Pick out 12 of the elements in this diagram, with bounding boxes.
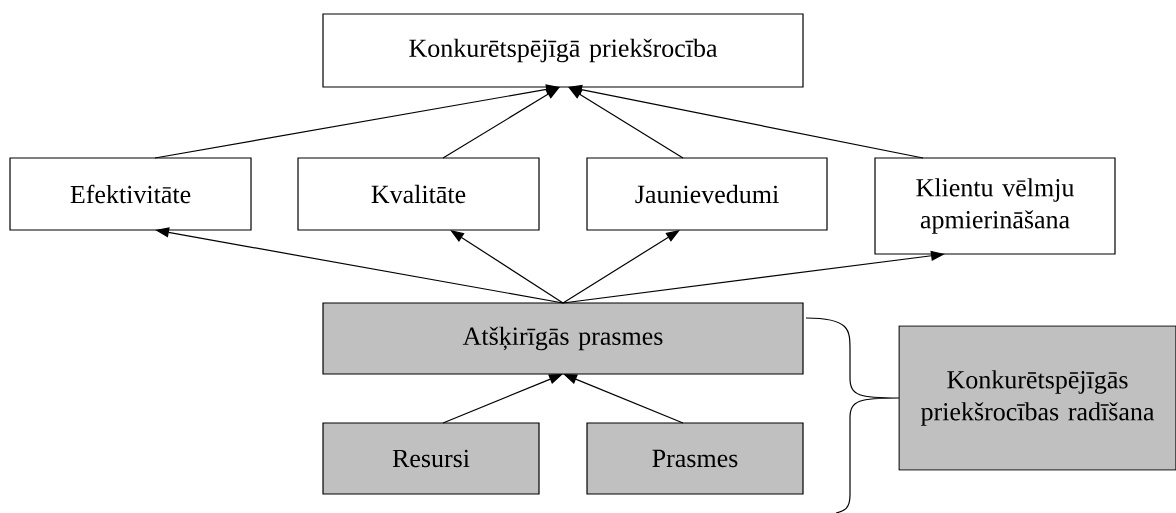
factor-box: Klientu vēlmju apmierināšana (874, 157, 1116, 255)
goal-box: Konkurētspējīgā priekšrocība (322, 13, 804, 88)
factor-box: Jaunievedumi (586, 157, 828, 231)
process-box: Prasmes (586, 422, 804, 495)
process-box: Resursi (322, 422, 540, 495)
factor-box: Kvalitāte (297, 157, 540, 231)
arrow (450, 230, 564, 304)
summary-box: Konkurētspējīgās priekšrocības radīšana (898, 325, 1176, 471)
arrow (562, 230, 680, 304)
factor-box: Efektivitāte (9, 157, 252, 231)
process-box: Atšķirīgās prasmes (322, 302, 804, 375)
arrow (442, 87, 560, 159)
